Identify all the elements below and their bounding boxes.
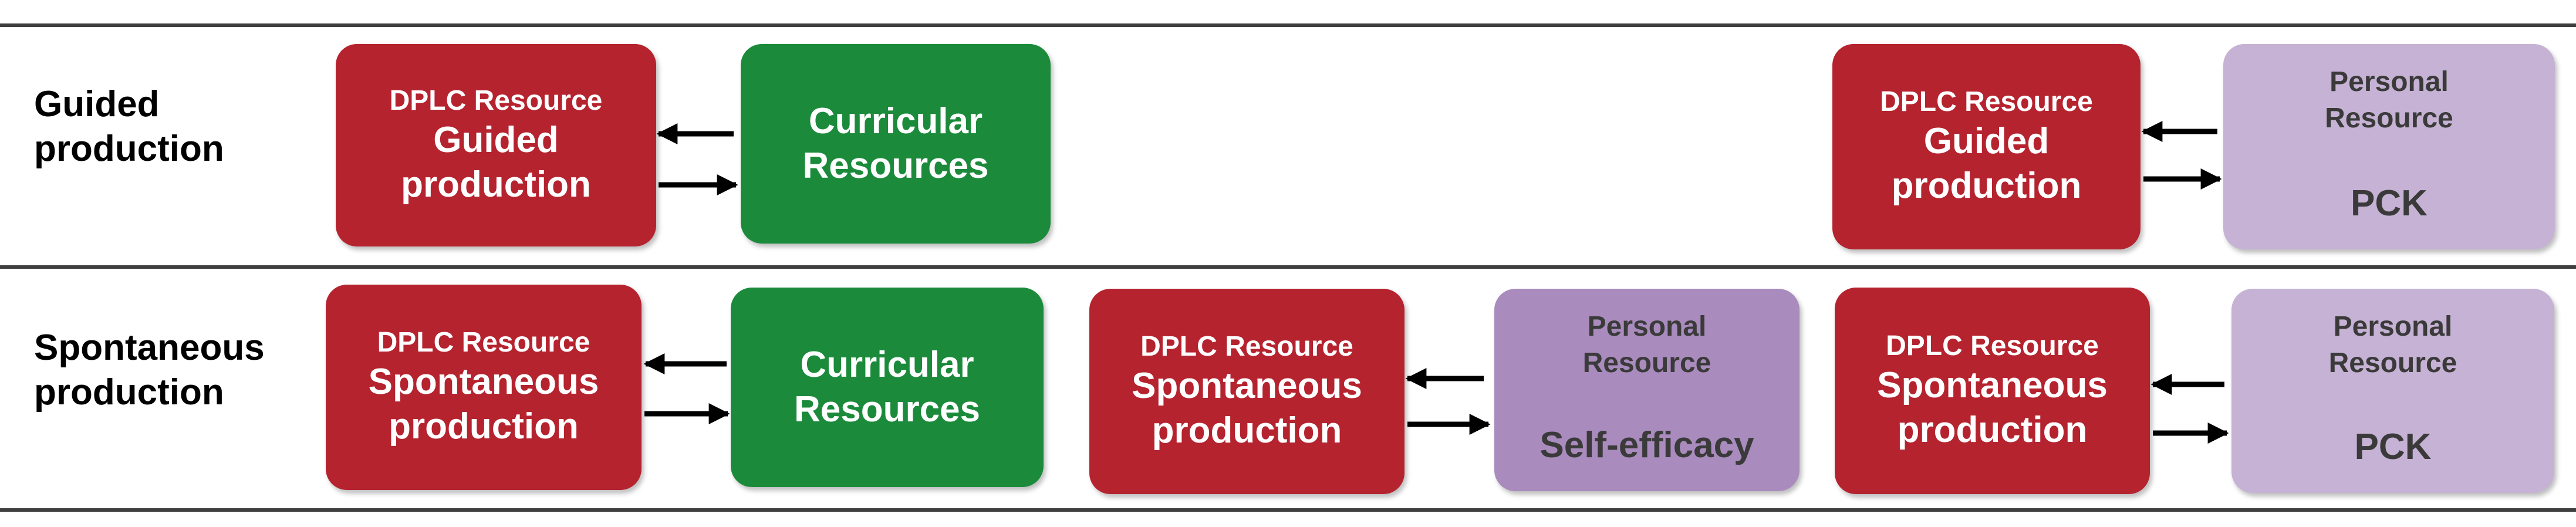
box-line: Curricular [800,344,974,385]
box-title: Personal [1587,311,1707,342]
row-label-line: production [34,129,224,169]
box-line: Spontaneous [1132,366,1362,406]
box-line: production [1891,165,2082,206]
bottom-rule [0,508,2576,512]
box-title: Resource [1582,347,1711,379]
box-main-label: PCK [2351,183,2428,224]
box-line: production [1897,410,2088,450]
curricular-resources-box-guided: Curricular Resources [741,44,1051,244]
row-label-guided: Guided production [34,82,224,171]
middle-rule [0,265,2576,269]
box-line: production [389,406,579,447]
box-main-label: PCK [2354,427,2432,467]
box-line: Spontaneous [1877,365,2108,406]
curricular-resources-box-spontaneous: Curricular Resources [731,288,1044,487]
box-line: Resources [794,389,981,430]
box-title: DPLC Resource [1880,86,2093,117]
box-title: Personal [2329,66,2449,97]
row-label-spontaneous: Spontaneous production [34,326,265,415]
box-title: DPLC Resource [389,85,603,116]
box-title: DPLC Resource [377,327,590,358]
box-line: production [401,164,591,205]
dplc-guided-box-left: DPLC Resource Guided production [336,44,656,246]
dplc-spontaneous-box-2: DPLC Resource Spontaneous production [1089,289,1405,494]
box-line: Resources [802,146,989,186]
row-label-line: Guided [34,84,160,124]
box-title: DPLC Resource [1140,331,1353,362]
box-line: Curricular [808,101,983,141]
box-title: DPLC Resource [1886,330,2099,362]
personal-resource-pck-box-spontaneous: Personal Resource PCK [2231,289,2554,493]
dplc-spontaneous-box-3: DPLC Resource Spontaneous production [1835,288,2150,494]
personal-resource-pck-box-guided: Personal Resource PCK [2223,44,2555,249]
box-line: Spontaneous [368,362,599,402]
dplc-spontaneous-box-1: DPLC Resource Spontaneous production [326,285,642,490]
box-line: production [1152,410,1342,451]
box-title: Resource [2328,347,2457,379]
personal-resource-self-efficacy-box: Personal Resource Self-efficacy [1494,289,1800,491]
box-title: Resource [2325,103,2453,134]
dplc-guided-box-right: DPLC Resource Guided production [1832,44,2141,249]
box-line: Guided [1923,121,2050,161]
box-main-label: Self-efficacy [1539,425,1754,465]
top-rule [0,23,2576,27]
row-label-line: production [34,372,224,413]
box-title: Personal [2333,311,2453,342]
row-label-line: Spontaneous [34,327,265,368]
box-line: Guided [433,119,559,160]
